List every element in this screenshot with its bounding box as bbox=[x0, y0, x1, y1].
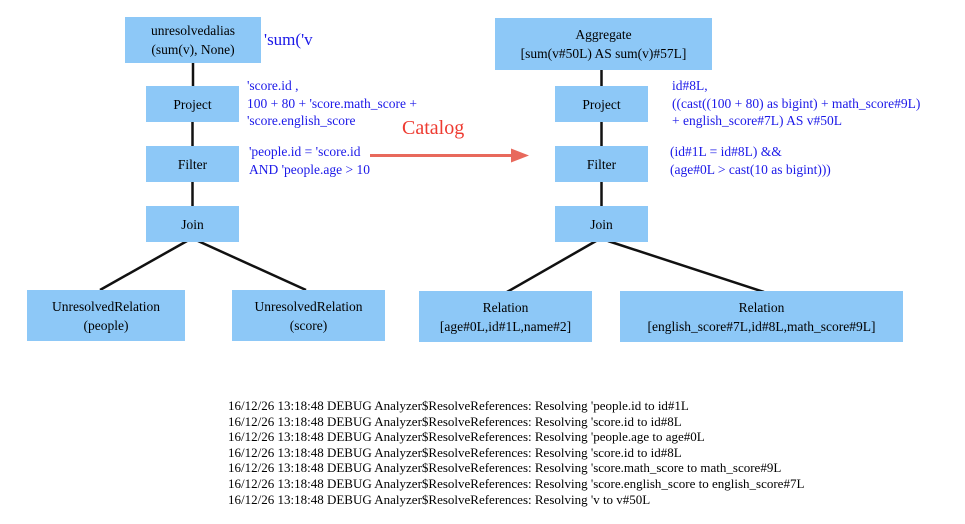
node-label-line: Relation bbox=[482, 299, 529, 315]
annotation-line: ((cast((100 + 80) as bigint) + math_scor… bbox=[672, 95, 921, 111]
node-label-line: Join bbox=[181, 216, 204, 232]
annotation-line: (id#1L = id#8L) && bbox=[670, 144, 782, 159]
node-label-line: (people) bbox=[83, 317, 129, 333]
node-join-right: Join bbox=[555, 206, 648, 242]
annotation-project-right: id#8L, ((cast((100 + 80) as bigint) + ma… bbox=[672, 77, 920, 130]
node-relation-score: Relation [english_score#7L,id#8L,math_sc… bbox=[620, 291, 903, 342]
log-line: 16/12/26 13:18:48 DEBUG Analyzer$Resolve… bbox=[228, 475, 805, 491]
node-label-line: (sum(v), None) bbox=[151, 42, 235, 57]
node-label-line: UnresolvedRelation bbox=[52, 298, 160, 314]
annotation-line: AND 'people.age > 10 bbox=[249, 161, 371, 177]
log-line: 16/12/26 13:18:48 DEBUG Analyzer$Resolve… bbox=[228, 429, 705, 445]
log-line: 16/12/26 13:18:48 DEBUG Analyzer$Resolve… bbox=[228, 460, 782, 476]
node-label-line: Relation bbox=[738, 299, 785, 315]
node-label-line: unresolvedalias bbox=[151, 23, 235, 38]
node-join-left: Join bbox=[146, 206, 239, 242]
annotation-unresolved-sum: 'sum('v bbox=[264, 30, 313, 49]
node-unresolvedrelation-score: UnresolvedRelation (score) bbox=[232, 290, 385, 341]
node-aggregate: Aggregate [sum(v#50L) AS sum(v)#57L] bbox=[495, 18, 712, 70]
node-unresolvedrelation-people: UnresolvedRelation (people) bbox=[27, 290, 185, 341]
annotation-filter-right: (id#1L = id#8L) && (age#0L > cast(10 as … bbox=[670, 143, 831, 178]
catalog-label: Catalog bbox=[402, 117, 465, 139]
node-relation-people: Relation [age#0L,id#1L,name#2] bbox=[419, 291, 592, 342]
node-label-line: Aggregate bbox=[575, 27, 632, 42]
node-label-line: Filter bbox=[586, 156, 617, 172]
node-label-line: Project bbox=[582, 96, 621, 112]
catalog-arrow bbox=[370, 148, 529, 163]
node-label-line: [sum(v#50L) AS sum(v)#57L] bbox=[520, 46, 687, 61]
node-label-line: Project bbox=[173, 96, 212, 112]
annotation-line: 'score.id , bbox=[247, 78, 299, 93]
annotation-line: id#8L, bbox=[672, 78, 708, 93]
log-line: 16/12/26 13:18:48 DEBUG Analyzer$Resolve… bbox=[228, 491, 651, 507]
annotation-line: 'people.id = 'score.id bbox=[249, 144, 361, 159]
node-project-right: Project bbox=[555, 86, 648, 122]
annotation-line: (age#0L > cast(10 as bigint))) bbox=[670, 161, 831, 177]
node-filter-right: Filter bbox=[555, 146, 648, 182]
log-line: 16/12/26 13:18:48 DEBUG Analyzer$Resolve… bbox=[228, 398, 689, 413]
annotation-filter-left: 'people.id = 'score.id AND 'people.age >… bbox=[249, 143, 370, 178]
annotation-project-left: 'score.id , 100 + 80 + 'score.math_score… bbox=[247, 77, 417, 130]
node-unresolvedalias: unresolvedalias (sum(v), None) bbox=[125, 17, 261, 63]
node-label-line: [english_score#7L,id#8L,math_score#9L] bbox=[647, 318, 876, 334]
annotation-line: 'score.english_score bbox=[247, 113, 356, 128]
annotation-line: + english_score#7L) AS v#50L bbox=[672, 113, 842, 128]
node-label-line: Filter bbox=[177, 156, 208, 172]
node-label-line: Join bbox=[590, 216, 613, 232]
node-label-line: [age#0L,id#1L,name#2] bbox=[439, 318, 572, 334]
log-line: 16/12/26 13:18:48 DEBUG Analyzer$Resolve… bbox=[228, 444, 682, 460]
node-label-line: (score) bbox=[289, 317, 328, 333]
log-line: 16/12/26 13:18:48 DEBUG Analyzer$Resolve… bbox=[228, 413, 682, 429]
node-project-left: Project bbox=[146, 86, 239, 122]
node-label-line: UnresolvedRelation bbox=[254, 298, 363, 314]
annotation-line: 100 + 80 + 'score.math_score + bbox=[247, 95, 417, 111]
analyzer-debug-log: 16/12/26 13:18:48 DEBUG Analyzer$Resolve… bbox=[228, 398, 804, 507]
node-filter-left: Filter bbox=[146, 146, 239, 182]
